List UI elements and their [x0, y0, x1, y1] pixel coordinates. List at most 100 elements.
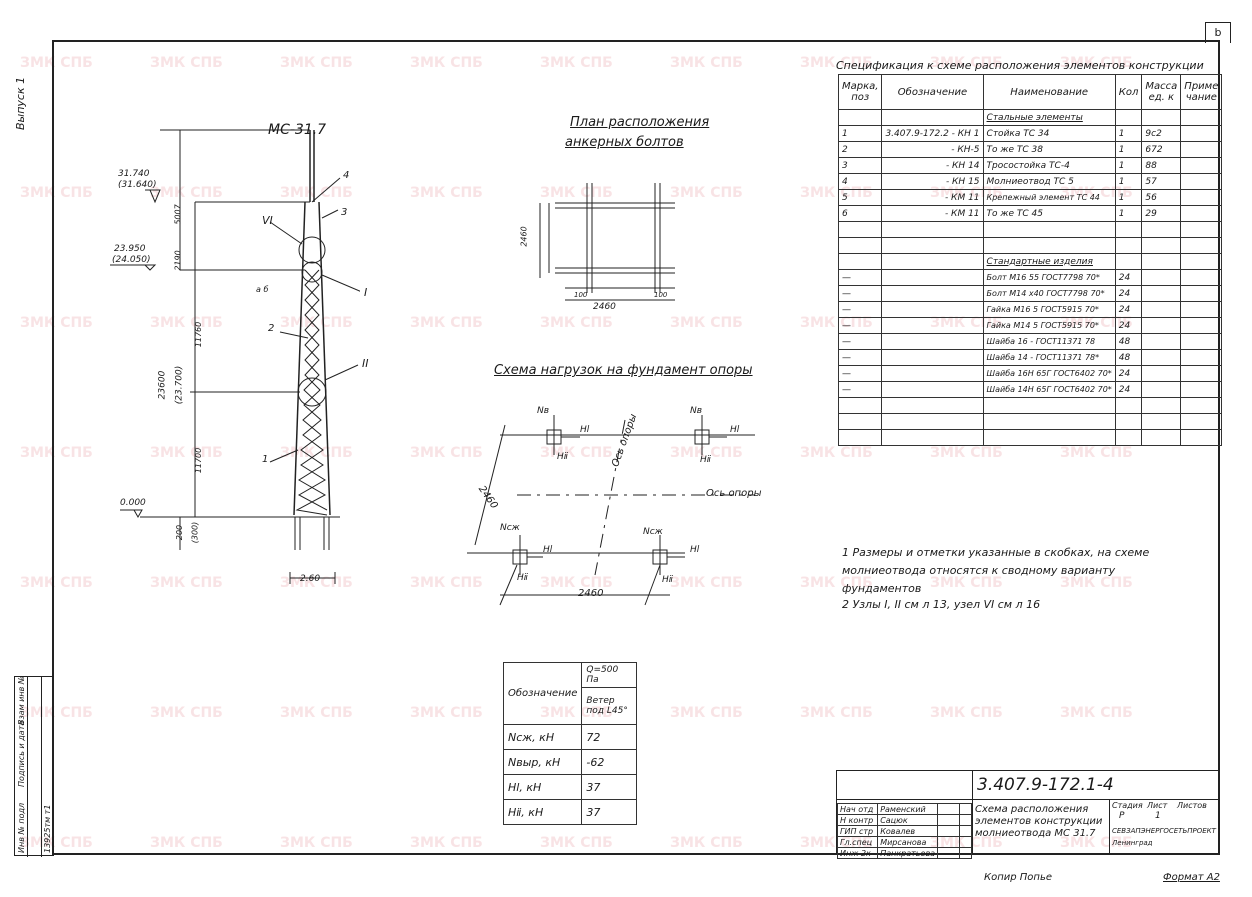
- cell-mass: 29: [1141, 205, 1182, 222]
- cell-qty: 24: [1114, 317, 1143, 334]
- cell-pos: —: [837, 381, 883, 398]
- dim-11760: 11760: [194, 321, 204, 348]
- spec-header-note: Приме чание: [1180, 74, 1223, 110]
- cell-qty: 48: [1114, 349, 1143, 366]
- sheet-value: 1: [1155, 811, 1161, 821]
- cell-pos: —: [837, 269, 883, 286]
- table-row: —Гайка М14 5 ГОСТ5915 70*24: [837, 317, 1223, 334]
- note-1: 1 Размеры и отметки указанные в скобках,…: [842, 546, 1150, 595]
- cell-qty: 24: [1114, 301, 1143, 318]
- load-scheme-drawing: [467, 415, 755, 606]
- label-hl-4: Hⅼ: [690, 545, 700, 555]
- label-ncж-2: Nсж: [643, 527, 663, 537]
- leader-2: 2: [268, 323, 275, 334]
- cell-name: Крепежный элемент ТС 44: [982, 189, 1116, 206]
- dim-300: (300): [190, 521, 200, 544]
- cell-name: Гайка М16 5 ГОСТ5915 70*: [982, 301, 1116, 318]
- cell-code: 3.407.9-172.2 - КН 1: [881, 125, 984, 142]
- cell-name: Мирсанова: [877, 836, 939, 848]
- cell-name: Шайба 16Н 65Г ГОСТ6402 70*: [982, 365, 1116, 382]
- table-row: [837, 413, 1223, 430]
- table-row: —Болт М16 55 ГОСТ7798 70*24: [837, 269, 1223, 286]
- loads-header-wind: Ветер под L45°: [581, 687, 638, 725]
- table-row: [837, 429, 1223, 446]
- leader-1: 1: [262, 454, 269, 465]
- cell-qty: 48: [1114, 333, 1143, 350]
- dim-11700: 11700: [194, 447, 204, 474]
- cell-name: Шайба 16 - ГОСТ11371 78: [982, 333, 1116, 350]
- cell-qty: 24: [1114, 285, 1143, 302]
- table-row: — Болт М14 х40 ГОСТ7798 70*24: [837, 285, 1223, 302]
- small-label: а б: [256, 285, 269, 294]
- cell-name: Панкратьева: [877, 847, 939, 859]
- cell-mass: 9с2: [1141, 125, 1182, 142]
- anchor-plan-drawing: [539, 183, 675, 301]
- title-desc: Схема расположения элементов конструкции…: [975, 804, 1103, 839]
- table-row: —Шайба 16Н 65Г ГОСТ6402 70*24: [837, 365, 1223, 382]
- label-hl-1: Hⅼ: [580, 425, 590, 435]
- leader-4: 4: [343, 170, 350, 181]
- spec-header-pos: Марка, поз: [837, 74, 883, 110]
- elev-top-alt: (31.640): [118, 180, 157, 190]
- cell-mass: 88: [1141, 157, 1182, 174]
- cell-pos: 6: [837, 205, 883, 222]
- sheets-header: Листов: [1177, 801, 1207, 810]
- cell-qty: 1: [1114, 125, 1143, 142]
- org-name: СЕВЗАПЭНЕРГОСЕТЬПРОЕКТ Ленинград: [1112, 827, 1216, 847]
- cell-value: -62: [581, 749, 638, 775]
- table-row: [837, 221, 1223, 238]
- cell-pos: —: [837, 285, 883, 302]
- label-hii-3: Hⅱ: [517, 573, 528, 583]
- table-row: —Шайба 14 - ГОСТ11371 78*48: [837, 349, 1223, 366]
- cell-value: 72: [581, 724, 638, 750]
- cell-code: - КМ 11: [881, 189, 984, 206]
- dim-5007: 5007: [173, 204, 183, 225]
- cell-role: Н контр: [836, 814, 879, 826]
- stamp-vzam: Взам инв №: [17, 675, 26, 725]
- footer-format: Формат А2: [1163, 872, 1220, 883]
- label-nv-1: Nв: [537, 406, 550, 416]
- note-2: 2 Узлы I, II см л 13, узел VI см л 16: [842, 598, 1041, 611]
- elev-mid-alt: (24.050): [112, 255, 151, 265]
- cell-mass: 56: [1141, 189, 1182, 206]
- stage-header: Стадия: [1112, 801, 1143, 810]
- loads-table: Обозначение Q=500 Па Ветер под L45° Nсж,…: [502, 662, 638, 825]
- cell-name: То же ТС 45: [982, 205, 1116, 222]
- cell-code: - КН 15: [881, 173, 984, 190]
- anchor-dim-2460-h: 2460: [593, 302, 616, 312]
- cell-code: - КМ 11: [881, 205, 984, 222]
- anchor-dim-100-b: 100: [654, 291, 668, 299]
- sheet-header: Лист: [1147, 801, 1168, 810]
- load-scheme-title: Схема нагрузок на фундамент опоры: [494, 363, 753, 378]
- table-row: —Шайба 14Н 65Г ГОСТ6402 70*24: [837, 381, 1223, 398]
- cell-name: Hⅱ, кН: [502, 799, 583, 825]
- cell-name: Nвыр, кН: [502, 749, 583, 775]
- label-hii-2: Hⅱ: [700, 455, 711, 465]
- cell-role: Гл.спец: [836, 836, 879, 848]
- cell-name: Гайка М14 5 ГОСТ5915 70*: [982, 317, 1116, 334]
- cell-qty: 24: [1114, 365, 1143, 382]
- cell-name: Сацюк: [877, 814, 939, 826]
- side-label: Выпуск 1: [14, 76, 27, 130]
- spec-header-qty: Кол: [1114, 74, 1143, 110]
- cell-name: Ковалев: [877, 825, 939, 837]
- label-hl-2: Hⅼ: [730, 425, 740, 435]
- label-hl-3: Hⅼ: [543, 545, 553, 555]
- title-code: 3.407.9-172.1-4: [977, 775, 1114, 795]
- cell-qty: 1: [1114, 173, 1143, 190]
- cell-name: То же ТС 38: [982, 141, 1116, 158]
- cell-code: - КН-5: [881, 141, 984, 158]
- section-steel: Стальные элементы: [982, 109, 1116, 126]
- base-size: 2.60: [300, 574, 321, 584]
- dim-200: 200: [175, 524, 185, 541]
- load-dim-2460-h: 2460: [578, 588, 604, 599]
- cell-name: Болт М14 х40 ГОСТ7798 70*: [982, 285, 1116, 302]
- cell-qty: 1: [1114, 141, 1143, 158]
